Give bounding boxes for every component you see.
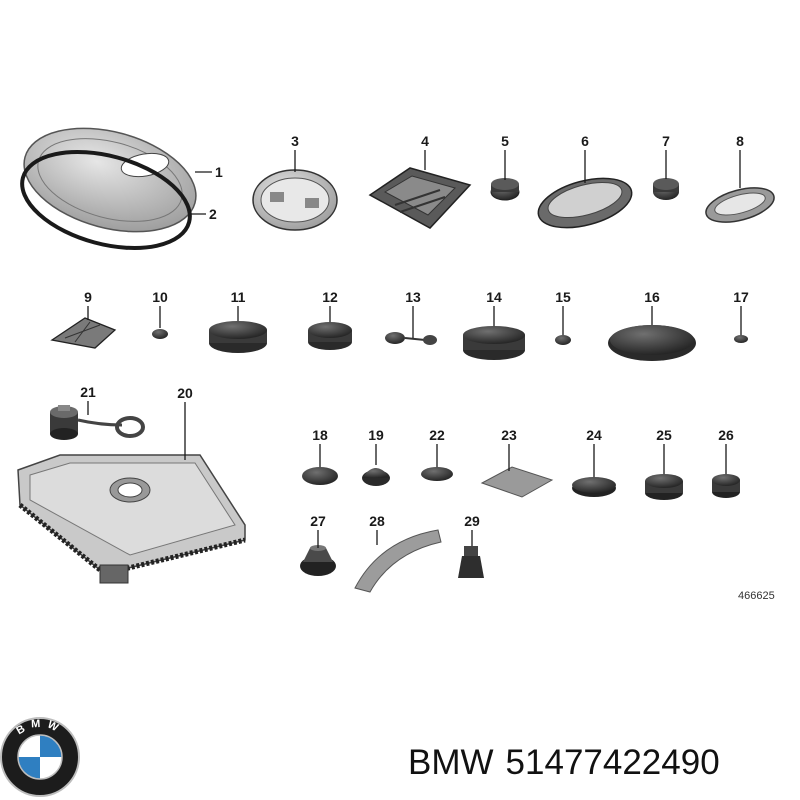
callout-13: 13 — [405, 289, 421, 305]
callout-numbers: 1 2 3 4 5 6 7 8 9 10 11 12 13 14 15 16 1… — [80, 133, 749, 529]
part-14-plug — [463, 326, 525, 360]
part-27-grommet — [300, 545, 336, 576]
callout-6: 6 — [581, 133, 589, 149]
part-10-tiny-plug — [152, 329, 168, 339]
callout-11: 11 — [231, 289, 246, 305]
callout-26: 26 — [718, 427, 734, 443]
callout-16: 16 — [644, 289, 660, 305]
callout-4: 4 — [421, 133, 429, 149]
callout-22: 22 — [429, 427, 445, 443]
callout-27: 27 — [310, 513, 326, 529]
callout-2: 2 — [209, 206, 217, 222]
callout-12: 12 — [322, 289, 338, 305]
callout-10: 10 — [152, 289, 168, 305]
part-29-push-clip — [458, 546, 484, 578]
callout-20: 20 — [177, 385, 193, 401]
leader-lines — [87, 150, 742, 548]
callout-14: 14 — [486, 289, 502, 305]
callout-1: 1 — [215, 164, 223, 180]
part-11-plug — [209, 321, 267, 353]
callout-23: 23 — [501, 427, 517, 443]
part-4-rect-bracket — [368, 167, 472, 229]
part-16-large-disc — [608, 325, 696, 361]
part-1-cover-plate — [23, 127, 197, 233]
part-22-flat-disc — [421, 467, 453, 481]
callout-28: 28 — [369, 513, 385, 529]
part-3-round-cap — [252, 169, 338, 231]
part-caption: BMW 51477422490 — [408, 738, 792, 788]
callout-15: 15 — [555, 289, 571, 305]
callout-18: 18 — [312, 427, 328, 443]
part-5-small-plug — [490, 178, 520, 201]
bmw-logo: BMW — [0, 717, 80, 797]
part-21-tethered-cap — [50, 405, 145, 440]
callout-5: 5 — [501, 133, 509, 149]
callout-21: 21 — [80, 384, 96, 400]
part-25-plug — [645, 474, 683, 500]
diagram-reference-number: 466625 — [738, 590, 775, 602]
part-20-underbody-shield — [17, 454, 246, 584]
callout-25: 25 — [656, 427, 672, 443]
part-13-cable-plug — [385, 332, 437, 345]
part-23-flat-pad — [480, 466, 554, 498]
part-9-wedge-cover — [50, 317, 117, 349]
part-24-disc — [572, 477, 616, 497]
part-8-oval-grommet — [705, 187, 775, 223]
callout-9: 9 — [84, 289, 92, 305]
brand-name: BMW — [408, 743, 494, 782]
part-12-plug — [308, 322, 352, 350]
part-15-tiny-plug — [555, 335, 571, 345]
callout-3: 3 — [291, 133, 299, 149]
callout-24: 24 — [586, 427, 602, 443]
part-17-tiny-clip — [734, 335, 748, 343]
callout-8: 8 — [736, 133, 744, 149]
part-2-seal-ring — [20, 150, 192, 250]
part-7-plug — [653, 178, 679, 200]
callout-7: 7 — [662, 133, 670, 149]
part-number: 51477422490 — [505, 743, 720, 782]
part-19-dome-plug — [362, 468, 390, 486]
part-6-oval-cover — [537, 177, 633, 229]
part-26-plug — [712, 474, 740, 498]
part-28-curved-strip — [354, 529, 442, 593]
callout-29: 29 — [464, 513, 480, 529]
callout-17: 17 — [733, 289, 749, 305]
callout-19: 19 — [368, 427, 384, 443]
part-18-flat-disc — [302, 467, 338, 485]
